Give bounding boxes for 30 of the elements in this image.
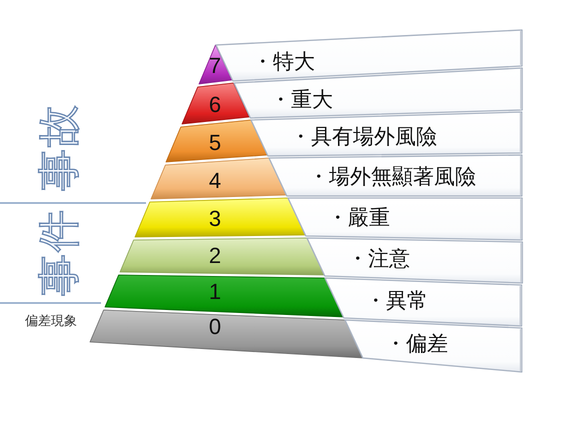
level-number: 7 — [208, 55, 222, 77]
level-band — [344, 319, 523, 373]
level-name: ・場外無顯著風險 — [308, 166, 476, 188]
category-label: 偏差現象 — [25, 314, 77, 330]
level-name: ・具有場外風險 — [290, 126, 437, 148]
level-number: 1 — [208, 281, 222, 303]
pyramid-level — [118, 237, 325, 276]
level-name: ・偏差 — [384, 334, 448, 354]
category-label: 事件 — [38, 208, 80, 296]
level-number: 5 — [208, 132, 222, 154]
pyramid-level — [89, 309, 364, 359]
pyramid-level — [165, 119, 269, 163]
level-band — [268, 154, 523, 197]
level-name: ・異常 — [364, 290, 428, 312]
level-band — [324, 277, 523, 327]
level-name: ・重大 — [270, 90, 333, 110]
category-label: 事故 — [38, 103, 80, 191]
pyramid-level — [134, 197, 306, 238]
level-number: 3 — [208, 208, 222, 230]
pyramid-level — [150, 157, 288, 200]
level-number: 2 — [208, 245, 222, 267]
level-band — [306, 237, 523, 284]
level-name: ・注意 — [346, 248, 410, 270]
pyramid-level — [104, 274, 345, 318]
level-number: 0 — [208, 316, 222, 338]
level-number: 4 — [208, 170, 222, 192]
level-band — [286, 197, 523, 241]
level-number: 6 — [208, 94, 222, 116]
level-name: ・嚴重 — [326, 208, 390, 228]
level-name: ・特大 — [252, 52, 315, 72]
